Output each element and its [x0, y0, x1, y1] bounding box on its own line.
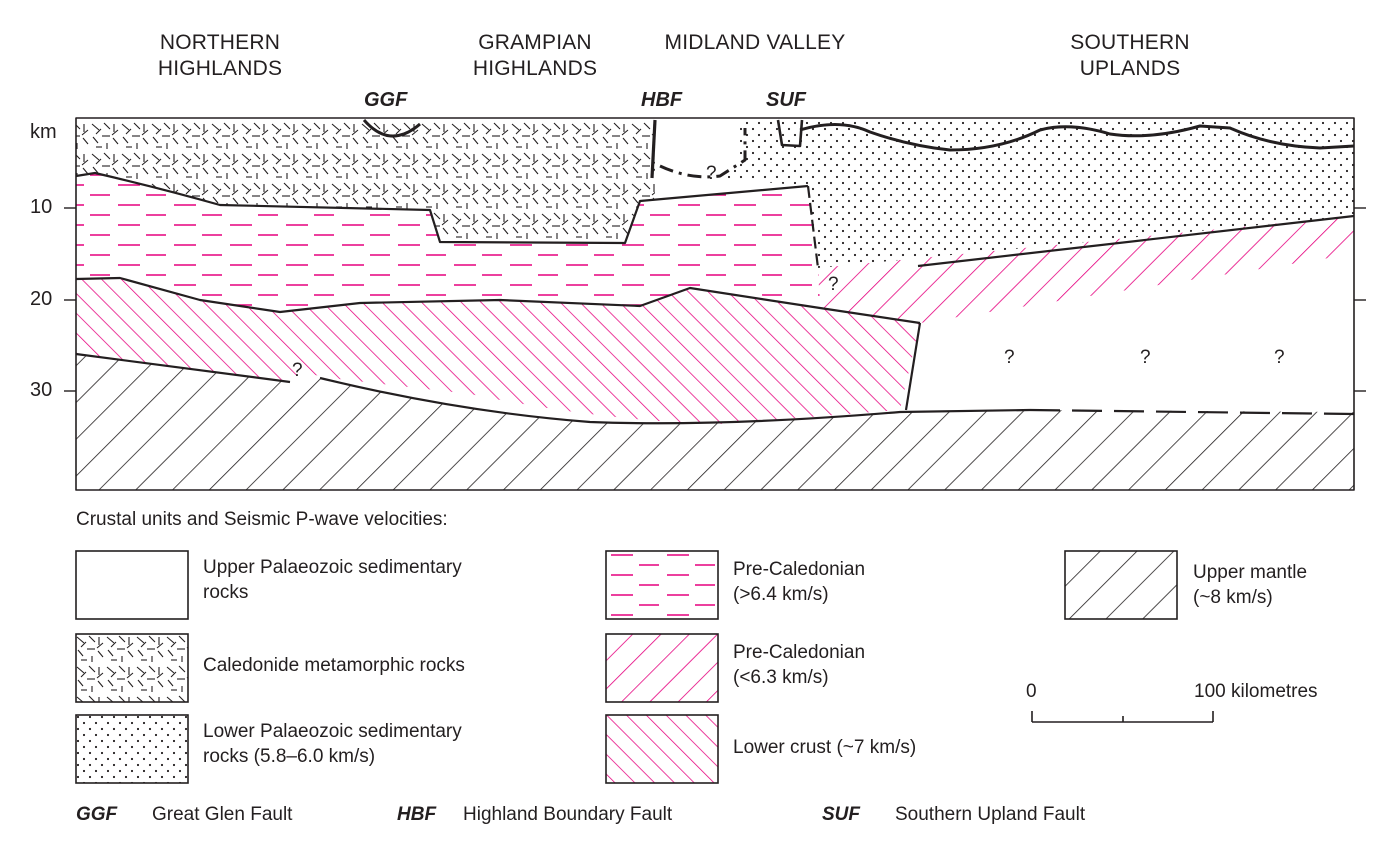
legend-label-line2: (>6.4 km/s): [733, 584, 829, 605]
legend-label-caledonide: Caledonide metamorphic rocks: [203, 653, 465, 678]
region-midland-valley: MIDLAND VALLEY: [635, 30, 875, 56]
legend-label-line2: (<6.3 km/s): [733, 667, 829, 688]
key-abbr-hbf: HBF: [397, 804, 437, 825]
unknown-mark: ?: [828, 274, 839, 295]
unknown-mark: ?: [1274, 347, 1285, 368]
unknown-mark: ?: [292, 360, 303, 381]
legend-label-line1: Caledonide metamorphic rocks: [203, 655, 465, 676]
unit-caledonide-metamorphic: [76, 120, 655, 243]
scale-bar: [1031, 711, 1214, 723]
fault-label-hbf: HBF: [641, 89, 683, 111]
key-name-ggf: Great Glen Fault: [152, 804, 293, 825]
fault-label-suf: SUF: [766, 89, 806, 111]
legend-label-line1: Pre-Caledonian: [733, 559, 866, 580]
scale-bar-end-label: 100 kilometres: [1194, 681, 1318, 702]
legend-swatch-upper-mantle: [1064, 550, 1178, 620]
legend-title: Crustal units and Seismic P-wave velocit…: [76, 509, 448, 530]
region-northern-line2: HIGHLANDS: [157, 57, 283, 80]
key-name-suf: Southern Upland Fault: [895, 804, 1086, 825]
key-name-hbf: Highland Boundary Fault: [463, 804, 673, 825]
fault-label-ggf: GGF: [364, 89, 408, 111]
unit-pre-caledonian-slow: [818, 216, 1354, 323]
legend-swatch-pre-caledonian-slow: [605, 633, 719, 703]
legend-swatch-caledonide: [75, 633, 189, 703]
legend-label-line1: Pre-Caledonian: [733, 642, 866, 663]
scale-bar-start-label: 0: [1026, 681, 1037, 702]
legend-label-lower-palaeozoic: Lower Palaeozoic sedimentary rocks (5.8–…: [203, 719, 462, 769]
region-northern-highlands: NORTHERN HIGHLANDS: [120, 30, 320, 82]
legend-label-line2: rocks (5.8–6.0 km/s): [203, 746, 376, 767]
key-abbr-ggf: GGF: [76, 804, 118, 825]
depth-tick-30: 30: [30, 379, 53, 401]
region-grampian-highlands: GRAMPIAN HIGHLANDS: [435, 30, 635, 82]
region-grampian-line1: GRAMPIAN: [478, 31, 592, 54]
legend-label-line1: Upper mantle: [1193, 562, 1308, 583]
legend-label-line1: Lower crust (~7 km/s): [733, 737, 917, 758]
unknown-mark: ?: [1140, 347, 1151, 368]
legend-label-line2: (~8 km/s): [1193, 587, 1273, 608]
region-midland-line1: MIDLAND VALLEY: [664, 31, 846, 54]
legend-label-upper-mantle: Upper mantle (~8 km/s): [1193, 560, 1307, 610]
legend-swatch-lower-crust: [605, 714, 719, 784]
region-northern-line1: NORTHERN: [159, 31, 281, 54]
legend-label-pre-caledonian-fast: Pre-Caledonian (>6.4 km/s): [733, 557, 865, 607]
legend-label-upper-palaeozoic: Upper Palaeozoic sedimentary rocks: [203, 555, 462, 605]
legend-label-line1: Upper Palaeozoic sedimentary: [203, 557, 462, 578]
key-abbr-suf: SUF: [822, 804, 860, 825]
legend-label-pre-caledonian-slow: Pre-Caledonian (<6.3 km/s): [733, 640, 865, 690]
unit-lower-crust: [76, 278, 920, 424]
region-southern-uplands: SOUTHERN UPLANDS: [1030, 30, 1230, 82]
legend-label-line1: Lower Palaeozoic sedimentary: [203, 721, 462, 742]
depth-tick-10: 10: [30, 196, 53, 218]
legend-swatch-upper-palaeozoic: [75, 550, 189, 620]
region-grampian-line2: HIGHLANDS: [472, 57, 598, 80]
unknown-mark: ?: [706, 163, 717, 184]
unit-upper-mantle: [76, 354, 1354, 490]
legend-swatch-pre-caledonian-fast: [605, 550, 719, 620]
legend-swatch-lower-palaeozoic: [75, 714, 189, 784]
region-southern-line2: UPLANDS: [1079, 57, 1181, 80]
legend-label-lower-crust: Lower crust (~7 km/s): [733, 735, 916, 760]
depth-tick-20: 20: [30, 288, 53, 310]
unknown-mark: ?: [1004, 347, 1015, 368]
depth-tick-marks: [64, 207, 1366, 392]
legend-label-line2: rocks: [203, 582, 249, 603]
unit-upper-palaeozoic: [655, 120, 740, 182]
unit-lower-palaeozoic: [720, 120, 1354, 268]
region-southern-line1: SOUTHERN: [1070, 31, 1190, 54]
depth-axis-unit: km: [30, 121, 57, 143]
